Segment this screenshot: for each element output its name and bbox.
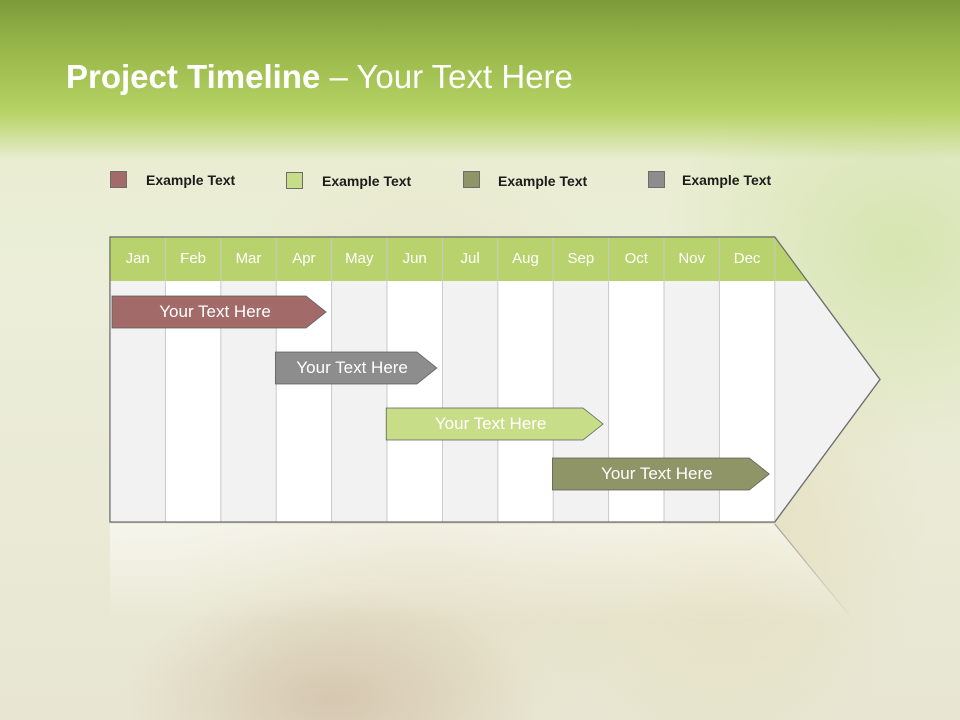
title-bold: Project Timeline xyxy=(66,58,321,95)
legend-swatch-4 xyxy=(648,171,665,188)
task-bar-label-2: Your Text Here xyxy=(296,358,408,377)
task-bar-2 xyxy=(275,351,438,385)
task-bar-label-4: Your Text Here xyxy=(601,464,713,483)
task-bar-3 xyxy=(385,407,604,441)
task-bar-1 xyxy=(111,295,327,329)
month-label-apr: Apr xyxy=(292,250,316,267)
timeline-outline xyxy=(109,236,881,523)
month-column-may xyxy=(331,281,387,522)
month-label-oct: Oct xyxy=(624,250,648,267)
month-label-jul: Jul xyxy=(460,250,480,267)
title-rest: – Your Text Here xyxy=(320,58,573,95)
month-label-nov: Nov xyxy=(678,250,706,267)
header-band xyxy=(0,0,960,160)
month-column-aug xyxy=(497,281,554,522)
legend-swatch-2 xyxy=(286,172,303,189)
legend-label-1: Example Text xyxy=(146,172,236,188)
legend-label-3: Example Text xyxy=(498,173,588,189)
legend-label-2: Example Text xyxy=(322,173,412,189)
legend-swatch-1 xyxy=(110,171,127,188)
legend-label-4: Example Text xyxy=(682,172,772,188)
timeline-reflection xyxy=(110,524,855,622)
month-label-jan: Jan xyxy=(125,250,150,267)
month-column-jun xyxy=(387,281,443,522)
reflection-edge-right xyxy=(774,523,856,623)
legend-swatch-3 xyxy=(463,171,480,188)
month-label-sep: Sep xyxy=(567,250,595,267)
month-label-mar: Mar xyxy=(235,250,262,267)
month-label-dec: Dec xyxy=(733,250,761,267)
task-bar-label-1: Your Text Here xyxy=(159,302,271,321)
task-bar-4 xyxy=(552,457,770,491)
task-bar-label-3: Your Text Here xyxy=(434,414,547,433)
month-label-aug: Aug xyxy=(512,250,539,267)
month-label-may: May xyxy=(345,250,374,267)
page-title: Project Timeline – Your Text Here xyxy=(66,58,573,96)
month-column-jul xyxy=(442,281,498,522)
month-label-jun: Jun xyxy=(402,250,427,267)
month-label-feb: Feb xyxy=(180,250,207,267)
